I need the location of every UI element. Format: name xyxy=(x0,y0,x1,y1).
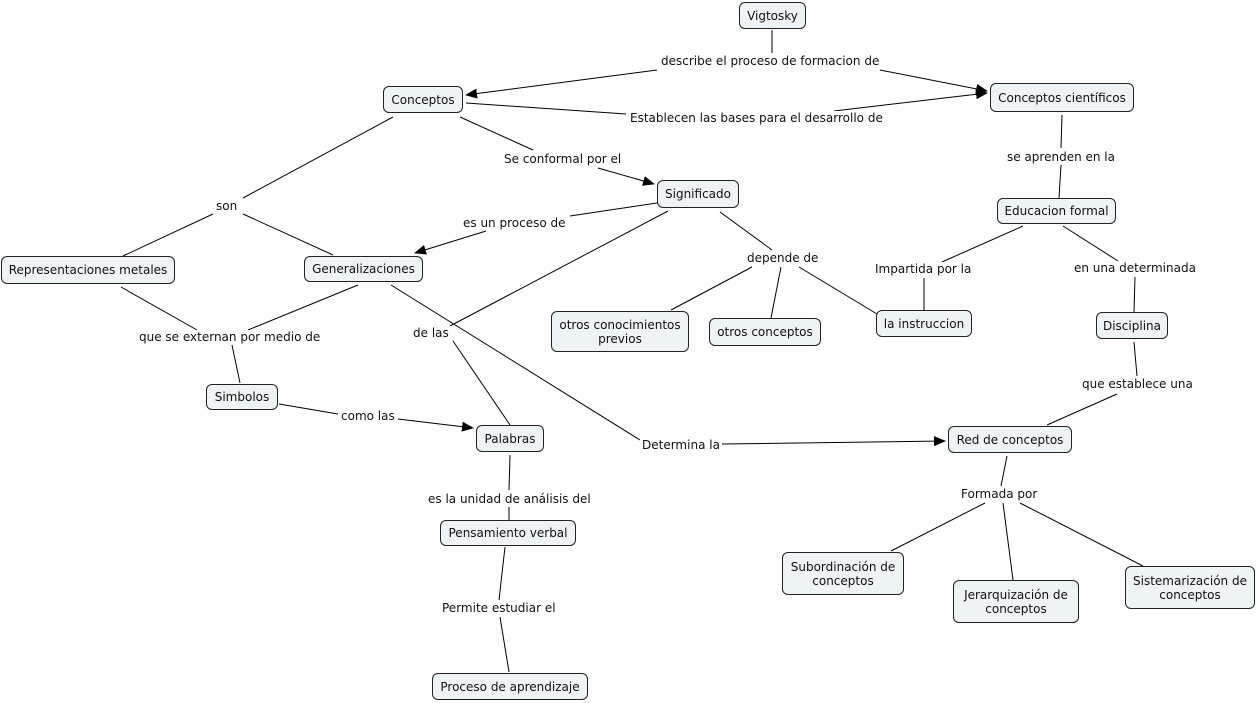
node-label: Palabras xyxy=(484,431,536,446)
connector xyxy=(941,225,1024,263)
node-label: otros conocimientos previos xyxy=(559,317,681,346)
node-jerarquizacion-de-conceptos[interactable]: Jerarquización de conceptos xyxy=(953,580,1079,623)
link-label-unidad-analisis: es la unidad de análisis del xyxy=(426,492,593,506)
node-label: la instruccion xyxy=(883,316,965,331)
connector xyxy=(1002,502,1014,581)
connector xyxy=(449,210,669,327)
connector xyxy=(242,213,334,256)
connector xyxy=(1058,164,1062,199)
connector xyxy=(278,403,339,415)
link-label-se-conformal: Se conformal por el xyxy=(502,152,624,166)
node-otros-conocimientos-previos[interactable]: otros conocimientos previos xyxy=(551,311,689,352)
connector xyxy=(1133,341,1138,377)
node-label: Conceptos científicos xyxy=(998,90,1126,105)
node-label: Sistemarización de conceptos xyxy=(1133,573,1247,602)
connector xyxy=(597,167,655,186)
node-educacion-formal[interactable]: Educacion formal xyxy=(997,198,1116,224)
node-otros-conceptos[interactable]: otros conceptos xyxy=(709,318,821,346)
connector xyxy=(1133,276,1136,313)
link-label-determina-la: Determina la xyxy=(640,438,722,452)
node-label: Significado xyxy=(665,187,731,201)
node-proceso-de-aprendizaje[interactable]: Proceso de aprendizaje xyxy=(432,673,588,700)
node-label: Representaciones metales xyxy=(8,263,168,277)
link-label-determinada: en una determinada xyxy=(1072,261,1198,275)
connector xyxy=(231,344,241,384)
link-label-formada-por: Formada por xyxy=(959,487,1040,501)
node-label: Subordinación de conceptos xyxy=(790,559,896,588)
node-subordinacion-de-conceptos[interactable]: Subordinación de conceptos xyxy=(782,552,904,595)
link-label-se-aprenden: se aprenden en la xyxy=(1005,150,1117,164)
node-label: Jerarquización de conceptos xyxy=(964,587,1068,616)
node-pensamiento-verbal[interactable]: Pensamiento verbal xyxy=(440,520,576,546)
node-disciplina[interactable]: Disciplina xyxy=(1096,312,1168,339)
node-label: Proceso de aprendizaje xyxy=(440,679,580,694)
connector xyxy=(721,436,946,447)
link-label-es-un-proceso: es un proceso de xyxy=(461,216,568,230)
connector xyxy=(719,211,773,251)
link-label-impartida: Impartida por la xyxy=(873,262,974,276)
connector xyxy=(498,546,506,601)
connector xyxy=(499,616,510,673)
node-label: Disciplina xyxy=(1102,318,1161,333)
link-label-establecen: Establecen las bases para el desarrollo … xyxy=(628,111,885,125)
connector xyxy=(390,284,641,441)
connector xyxy=(1060,114,1063,149)
connector xyxy=(452,340,511,426)
node-conceptos-cientificos[interactable]: Conceptos científicos xyxy=(990,83,1134,112)
connector xyxy=(1019,502,1144,567)
node-label: Conceptos xyxy=(391,92,455,107)
connector xyxy=(508,454,511,491)
connector xyxy=(890,502,986,552)
link-label-externan: que se externan por medio de xyxy=(137,330,323,344)
node-conceptos[interactable]: Conceptos xyxy=(383,86,463,113)
connector xyxy=(1062,225,1119,262)
node-label: Vigtosky xyxy=(747,8,798,23)
node-la-instruccion[interactable]: la instruccion xyxy=(876,310,972,337)
connector xyxy=(770,266,782,319)
connector xyxy=(798,266,878,315)
connector xyxy=(120,286,198,331)
link-label-de-las: de las xyxy=(411,326,451,340)
connector xyxy=(242,116,394,199)
link-label-depende-de: depende de xyxy=(745,251,821,265)
node-label: Pensamiento verbal xyxy=(448,526,568,540)
node-label: Generalizaciones xyxy=(312,262,415,276)
connector xyxy=(122,213,214,257)
link-label-describe: describe el proceso de formacion de xyxy=(659,54,882,68)
node-representaciones-metales[interactable]: Representaciones metales xyxy=(1,256,175,284)
connector xyxy=(247,284,359,331)
connector xyxy=(879,69,988,94)
link-label-como-las: como las xyxy=(339,409,397,423)
connector xyxy=(459,116,534,151)
node-red-de-conceptos[interactable]: Red de conceptos xyxy=(948,426,1072,453)
connector xyxy=(1046,393,1118,426)
link-label-establece-una: que establece una xyxy=(1080,377,1195,391)
node-generalizaciones[interactable]: Generalizaciones xyxy=(304,256,423,282)
link-label-permite-estudiar: Permite estudiar el xyxy=(440,601,558,615)
node-vigtosky[interactable]: Vigtosky xyxy=(739,2,806,29)
node-simbolos[interactable]: Simbolos xyxy=(206,384,278,410)
link-label-son: son xyxy=(214,199,240,213)
node-label: otros conceptos xyxy=(717,325,813,339)
node-sistematizacion-de-conceptos[interactable]: Sistemarización de conceptos xyxy=(1125,566,1255,609)
connector xyxy=(465,69,658,99)
connector xyxy=(1000,455,1008,487)
node-label: Simbolos xyxy=(214,390,270,404)
connector xyxy=(833,89,988,112)
connector xyxy=(465,102,627,115)
node-label: Red de conceptos xyxy=(956,432,1064,447)
connector xyxy=(397,418,474,432)
connector xyxy=(569,202,658,217)
node-palabras[interactable]: Palabras xyxy=(476,425,544,452)
connector xyxy=(670,266,753,311)
node-significado[interactable]: Significado xyxy=(657,180,739,208)
node-label: Educacion formal xyxy=(1004,204,1109,218)
connector xyxy=(414,230,487,255)
